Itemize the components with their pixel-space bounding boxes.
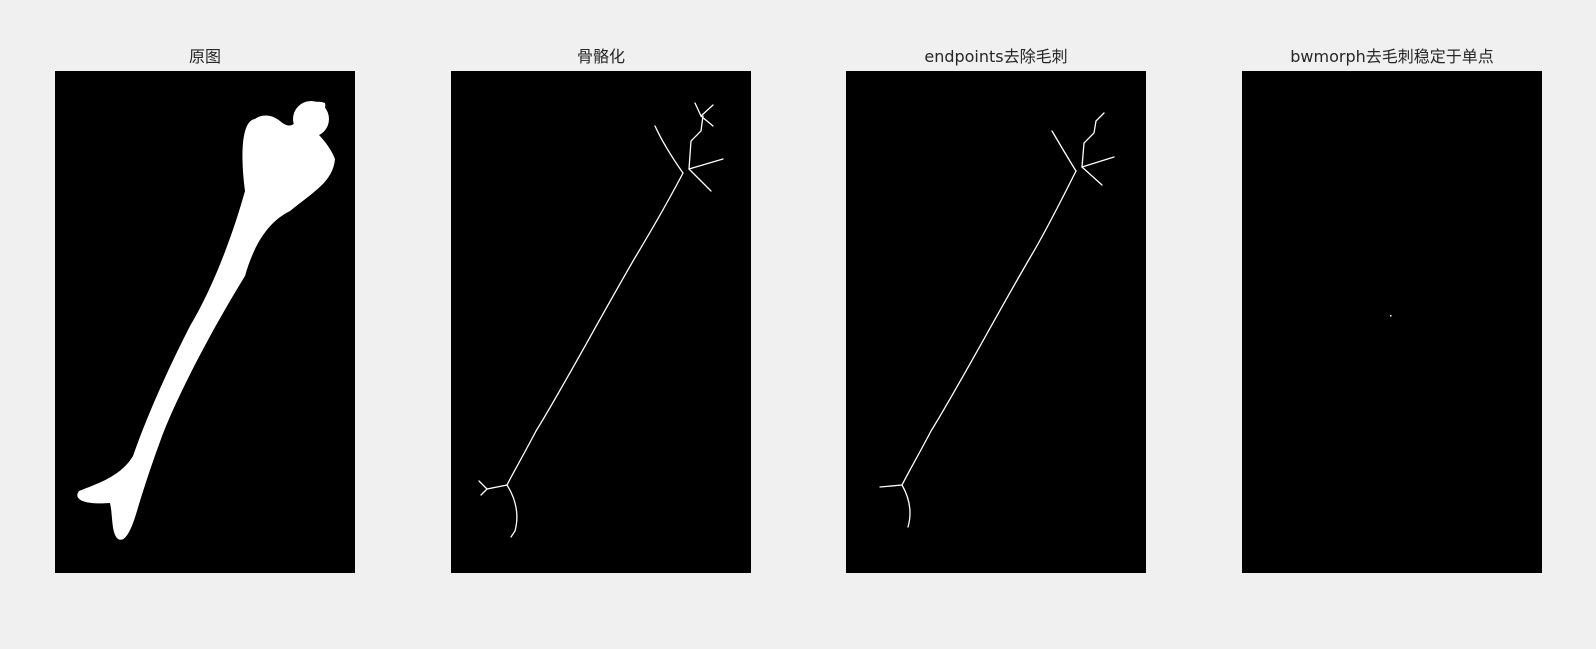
skeleton-image [478, 102, 724, 538]
skeleton-main-spine [506, 172, 684, 486]
skeleton-upper-spur-c [694, 102, 702, 117]
skeleton-upper-branch-right [688, 168, 712, 192]
pruned-lower-branch-left [879, 484, 903, 488]
panel-title-skeleton: 骨骼化 [576, 47, 625, 66]
bone-head-knob [293, 101, 329, 137]
skeleton-upper-spur-b [700, 115, 714, 127]
panel-title-bwmorph: bwmorph去毛刺稳定于单点 [1290, 47, 1494, 66]
pruned-main-spine [901, 170, 1077, 486]
pruned-lower-branch-down [901, 484, 911, 528]
original-bone-image [77, 101, 335, 540]
bwmorph-image-axes [1242, 71, 1542, 573]
pruned-upper-branch-right [1081, 166, 1103, 186]
endpoints-image-axes [846, 71, 1146, 573]
skeleton-lower-branch-down [506, 484, 518, 538]
pruned-upper-spur [1095, 112, 1105, 122]
pruned-upper-branch-stem [1081, 120, 1097, 168]
skeleton-image-axes [451, 71, 751, 573]
skeleton-upper-branch-stem [688, 115, 704, 170]
pruned-upper-branch-mid [1081, 156, 1115, 168]
bone-shape [77, 101, 335, 540]
remaining-single-point [1390, 315, 1392, 317]
skeleton-upper-branch-mid [688, 158, 724, 170]
bwmorph-single-point-image [1390, 315, 1392, 317]
endpoints-pruned-image [879, 112, 1115, 528]
skeleton-upper-branch-left [654, 125, 684, 174]
panel-title-original: 原图 [188, 47, 221, 66]
skeleton-lower-spur [480, 488, 488, 496]
skeleton-lower-branch-left [478, 480, 508, 490]
original-image-axes [55, 71, 355, 573]
panel-title-endpoints: endpoints去除毛刺 [924, 47, 1068, 66]
skeleton-upper-spur-a [700, 104, 714, 117]
pruned-upper-branch-left [1051, 130, 1077, 172]
